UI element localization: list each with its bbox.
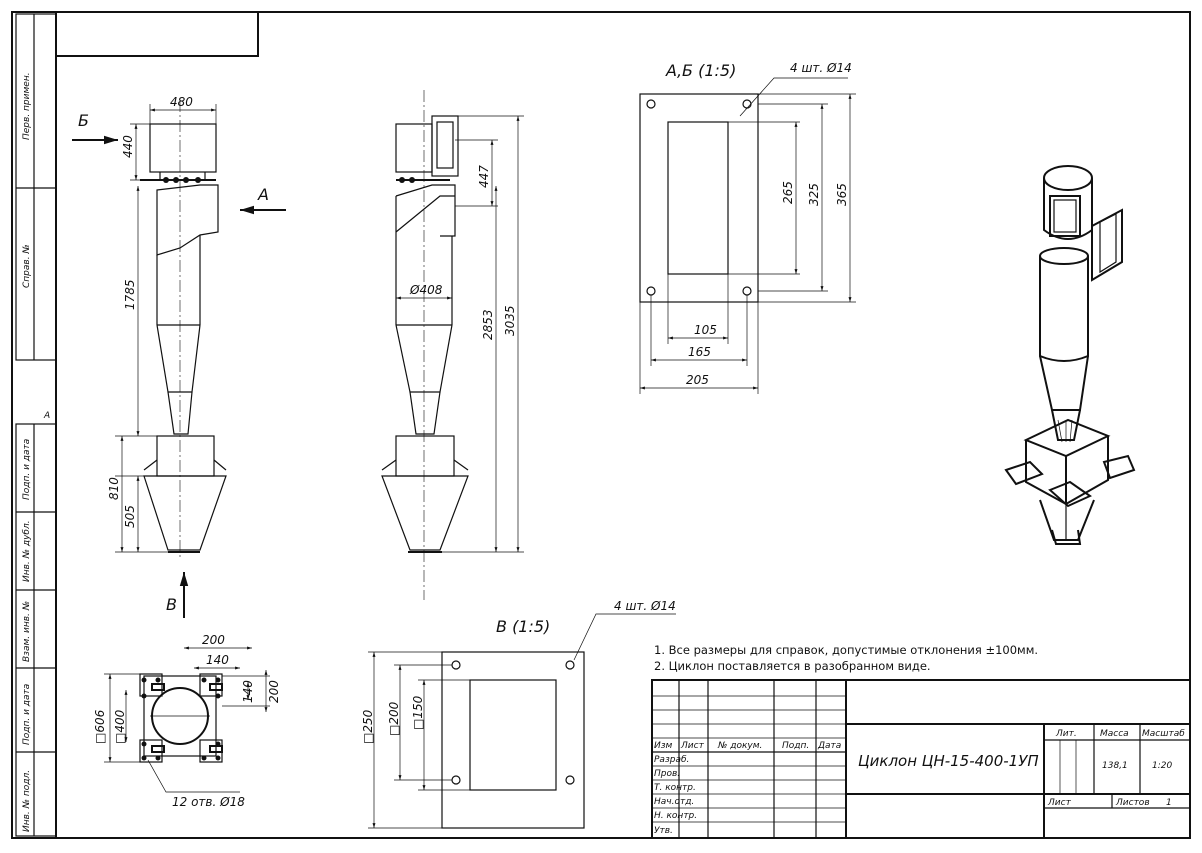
stamp-perv-primen: Перв. примен.: [22, 72, 32, 140]
tb-header-izm: Изм: [654, 741, 673, 751]
front-view: 480 440 1785 810 505 Б А В: [72, 95, 286, 618]
view-ab: А,Б (1:5) 4 шт. Ø14 265 325 365 105 165 …: [639, 61, 856, 394]
isometric-view: [1004, 165, 1136, 545]
stamp-podp-data-1: Подп. и дата: [22, 439, 32, 500]
plan-flange-brackets: [139, 673, 223, 763]
dim-140-side: 140: [241, 680, 255, 703]
tb-designation: Циклон ЦН-15-400-1УП: [858, 752, 1039, 770]
tb-mass-label: Масса: [1100, 729, 1129, 739]
tb-header-data: Дата: [817, 741, 841, 751]
stamp-inv-podl: Инв. № подл.: [22, 770, 32, 832]
dim-200: □200: [387, 701, 401, 736]
tb-sheet-label: Лист: [1047, 798, 1072, 808]
stamp-podp-data-2: Подп. и дата: [22, 684, 32, 745]
tb-mass-value: 138,1: [1102, 761, 1128, 771]
dim-440: 440: [121, 135, 135, 158]
dim-200-top: 200: [202, 633, 225, 647]
view-ab-holes: [646, 99, 752, 296]
title-block: Изм Лист № докум. Подп. Дата Разраб. Про…: [651, 679, 1191, 839]
dim-325: 325: [807, 183, 821, 206]
dim-205: 205: [686, 373, 709, 387]
tb-scale-value: 1:20: [1152, 761, 1172, 771]
stamp-sprav: Справ. №: [22, 244, 32, 288]
tb-scale-label: Масштаб: [1142, 729, 1185, 739]
tb-header-list: Лист: [680, 741, 705, 751]
note-2: 2. Циклон поставляется в разобранном вид…: [654, 659, 931, 673]
tb-role-tkontr: Т. контр.: [654, 783, 696, 793]
view-ab-holes-label: 4 шт. Ø14: [790, 61, 852, 75]
dim-200-side: 200: [267, 680, 281, 703]
view-ab-title: А,Б (1:5): [665, 61, 736, 80]
view-v-title: В (1:5): [496, 617, 550, 636]
dim-265: 265: [781, 181, 795, 204]
dim-140-top: 140: [206, 653, 229, 667]
dim-810: 810: [107, 477, 121, 500]
tb-role-nachotd: Нач.отд.: [654, 797, 694, 807]
side-flange-bolts: [399, 177, 415, 183]
tb-header-dokum: № докум.: [717, 741, 762, 751]
plan-holes: [141, 677, 221, 761]
stamp-inv-dubl: Инв. № дубл.: [22, 520, 32, 582]
dim-105: 105: [694, 323, 717, 337]
tb-role-utv: Утв.: [654, 826, 673, 836]
dim-165: 165: [688, 345, 711, 359]
view-v: В (1:5) 4 шт. Ø14 □250 □200 □150: [361, 599, 676, 829]
note-1: 1. Все размеры для справок, допустимые о…: [654, 643, 1038, 657]
plan-view: 200 140 140 200 □606 □400 12 отв. Ø18: [93, 633, 281, 809]
dim-606: □606: [93, 709, 107, 744]
side-diameter: Ø408: [409, 283, 443, 297]
dim-365: 365: [835, 183, 849, 206]
format-letter: A: [43, 411, 50, 421]
tb-role-prov: Пров.: [654, 769, 680, 779]
dim-447: 447: [477, 165, 491, 188]
flange-bolts: [163, 177, 201, 183]
tb-lit-label: Лит.: [1055, 729, 1077, 739]
dim-400: □400: [113, 709, 127, 744]
tb-role-razrab: Разраб.: [654, 755, 689, 765]
arrow-v-label: В: [166, 595, 177, 614]
dim-250: □250: [361, 709, 375, 744]
view-v-holes: [451, 660, 575, 785]
dim-480: 480: [170, 95, 193, 109]
dim-3035: 3035: [503, 305, 517, 336]
side-stamp: Перв. примен. Справ. № Подп. и дата Инв.…: [15, 13, 57, 837]
view-v-holes-label: 4 шт. Ø14: [614, 599, 676, 613]
tb-sheets-label: Листов: [1115, 798, 1150, 808]
dim-505: 505: [123, 505, 137, 528]
arrow-a-label: А: [257, 185, 269, 204]
side-view: Ø408 447 2853 3035: [381, 90, 524, 600]
dim-150: □150: [411, 695, 425, 730]
dim-2853: 2853: [481, 309, 495, 340]
plan-holes-label: 12 отв. Ø18: [172, 795, 245, 809]
tb-header-podp: Подп.: [782, 741, 809, 751]
tb-role-nkontr: Н. контр.: [654, 811, 697, 821]
dim-1785: 1785: [123, 279, 137, 310]
stamp-vzam-inv: Взам. инв. №: [22, 601, 32, 662]
arrow-b-label: Б: [78, 111, 89, 130]
tb-sheets-value: 1: [1166, 798, 1172, 808]
